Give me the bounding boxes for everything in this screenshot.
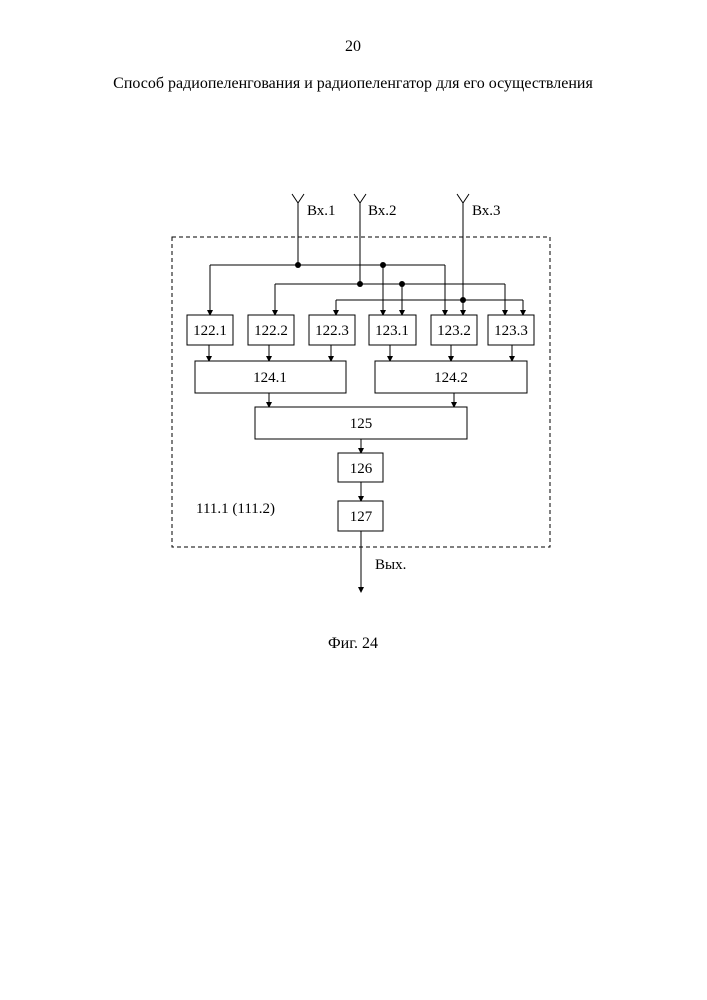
block-124-2: 124.2 bbox=[434, 370, 468, 386]
page-number: 20 bbox=[345, 38, 361, 55]
output-label: Вых. bbox=[375, 557, 406, 573]
group-label: 111.1 (111.2) bbox=[196, 501, 275, 517]
antenna-icon bbox=[354, 194, 366, 284]
block-124-1: 124.1 bbox=[253, 370, 287, 386]
input-label-3: Вх.3 bbox=[472, 203, 501, 219]
input-label-1: Вх.1 bbox=[307, 203, 336, 219]
block-122-1: 122.1 bbox=[193, 323, 227, 339]
input-label-2: Вх.2 bbox=[368, 203, 397, 219]
block-125: 125 bbox=[350, 416, 373, 432]
figure-caption: Фиг. 24 bbox=[328, 635, 378, 652]
antenna-icon bbox=[292, 194, 304, 265]
block-123-1: 123.1 bbox=[375, 323, 409, 339]
junction-dots bbox=[295, 262, 466, 303]
block-123-2: 123.2 bbox=[437, 323, 471, 339]
block-123-3: 123.3 bbox=[494, 323, 528, 339]
document-title: Способ радиопеленгования и радиопеленгат… bbox=[113, 75, 593, 92]
block-126: 126 bbox=[350, 461, 373, 477]
block-122-2: 122.2 bbox=[254, 323, 288, 339]
block-122-3: 122.3 bbox=[315, 323, 349, 339]
block-127: 127 bbox=[350, 509, 373, 525]
